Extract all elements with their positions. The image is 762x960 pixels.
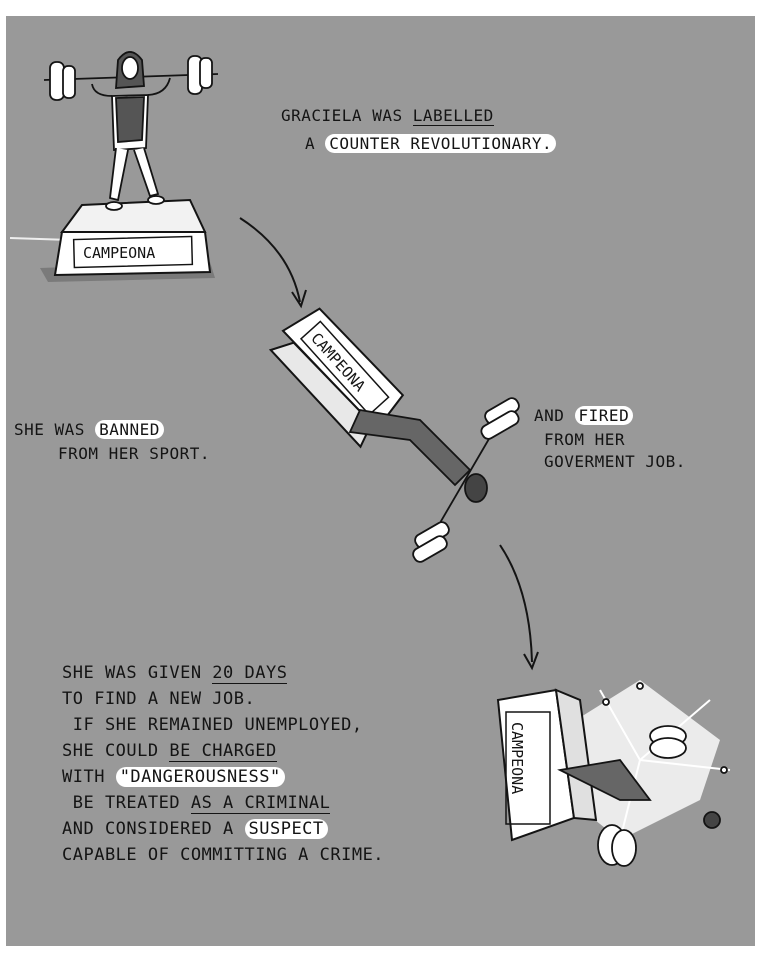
caption-days-l5-hl: "DANGEROUSNESS" bbox=[115, 767, 285, 787]
arrow-1 bbox=[239, 217, 301, 303]
caption-banned-highlight: BANNED bbox=[95, 420, 164, 439]
caption-fired-highlight: FIRED bbox=[574, 406, 634, 425]
caption-days-l4-ul: BE CHARGED bbox=[169, 741, 277, 762]
caption-fired-line3: GOVERMENT JOB. bbox=[544, 452, 686, 471]
caption-days-l5-pre: WITH bbox=[62, 767, 116, 787]
caption-labelled-highlight: COUNTER REVOLUTIONARY. bbox=[325, 134, 557, 153]
toppling-statue-scene: CAMPEONA bbox=[268, 307, 520, 563]
caption-labelled: GRACIELA WAS LABELLED bbox=[281, 104, 494, 127]
caption-days-l1-ul: 20 DAYS bbox=[212, 663, 288, 684]
pedestal-label: CAMPEONA bbox=[83, 244, 155, 262]
caption-fired-line2: FROM HER bbox=[544, 430, 626, 449]
caption-fired: AND FIRED bbox=[534, 404, 634, 427]
caption-labelled-underlined: LABELLED bbox=[412, 106, 494, 126]
caption-banned-line1-pre: SHE WAS bbox=[14, 420, 96, 439]
crash-scene: CAMPEONA bbox=[496, 680, 731, 867]
caption-labelled-line2-pre: A bbox=[305, 134, 326, 153]
caption-labelled-line2: A COUNTER REVOLUTIONARY. bbox=[305, 132, 557, 155]
statue-scene: CAMPEONA bbox=[9, 51, 219, 282]
caption-banned-line2: FROM HER SPORT. bbox=[58, 444, 210, 463]
caption-days-l3: IF SHE REMAINED UNEMPLOYED, bbox=[72, 715, 363, 735]
caption-days-l1-pre: SHE WAS GIVEN bbox=[62, 663, 213, 683]
caption-days-l6-ul: AS A CRIMINAL bbox=[190, 793, 331, 814]
caption-days-l4-pre: SHE COULD bbox=[62, 741, 170, 761]
caption-banned: SHE WAS BANNED bbox=[14, 418, 164, 441]
arrow-2 bbox=[499, 544, 533, 663]
caption-days-l7-pre: AND CONSIDERED A bbox=[62, 819, 245, 839]
crashed-pedestal-label: CAMPEONA bbox=[508, 722, 526, 794]
caption-days-l6-pre: BE TREATED bbox=[72, 793, 191, 813]
caption-days-l7-hl: SUSPECT bbox=[244, 819, 328, 839]
caption-labelled-line1-pre: GRACIELA WAS bbox=[281, 106, 413, 125]
caption-days-l2: TO FIND A NEW JOB. bbox=[62, 689, 256, 709]
caption-20-days: SHE WAS GIVEN 20 DAYS TO FIND A NEW JOB.… bbox=[62, 660, 384, 868]
caption-fired-line1-pre: AND bbox=[534, 406, 575, 425]
caption-days-l8: CAPABLE OF COMMITTING A CRIME. bbox=[62, 845, 385, 865]
